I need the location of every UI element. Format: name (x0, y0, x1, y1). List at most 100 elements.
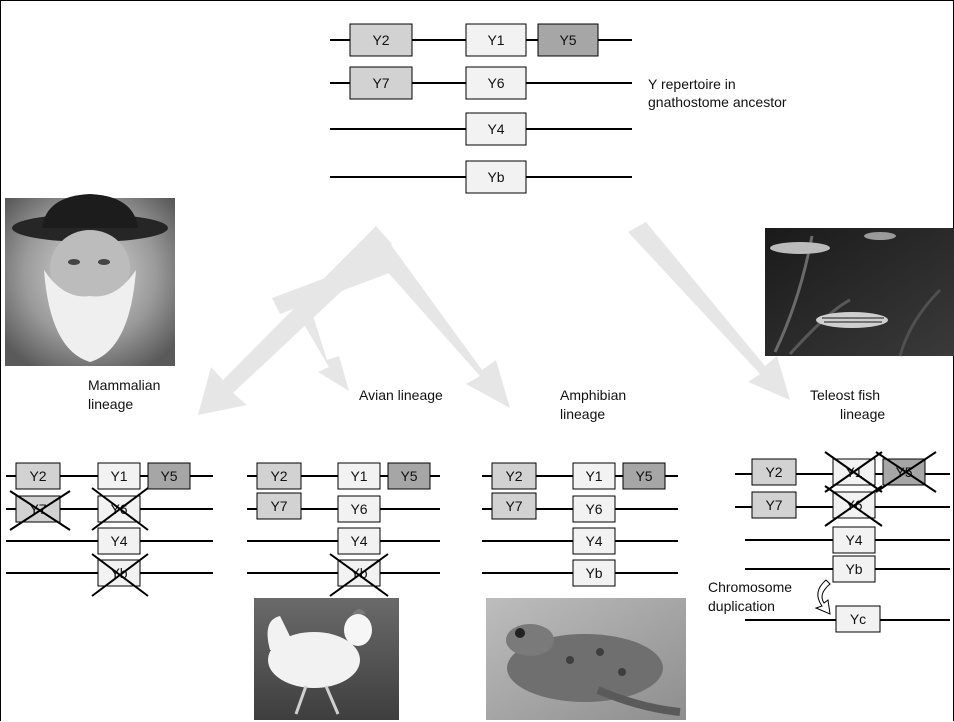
svg-text:Y6: Y6 (585, 501, 602, 517)
gene-label: Y7 (372, 75, 389, 91)
gene-label: Y1 (487, 32, 504, 48)
avian-label: Avian lineage (359, 387, 443, 403)
frog-photo (486, 598, 686, 720)
svg-text:Y5: Y5 (160, 468, 177, 484)
gene-label: Y4 (487, 121, 504, 137)
avian-genes: Y2 Y1 Y5 Y7 Y6 Y4 Yb (256, 462, 431, 587)
chicken-tail (267, 616, 296, 650)
svg-text:Y4: Y4 (585, 533, 602, 549)
gene-Y5: Y5 (147, 462, 191, 490)
teleost-label-line1: Teleost fish (810, 387, 880, 403)
face (50, 230, 130, 306)
chicken-photo (254, 598, 399, 720)
svg-text:Y2: Y2 (270, 468, 287, 484)
gene-Yc: Yc (835, 605, 881, 633)
avian-chromosomes (247, 475, 440, 574)
gene-Y6: Y6 (572, 495, 616, 523)
arrow-to-teleost (628, 222, 790, 400)
svg-text:Y5: Y5 (635, 468, 652, 484)
mammalian-label-line2: lineage (88, 396, 133, 412)
svg-text:Yb: Yb (845, 561, 862, 577)
gene-Y5: Y5 (387, 462, 431, 490)
beard (44, 270, 136, 362)
svg-text:Y2: Y2 (29, 468, 46, 484)
svg-text:Y1: Y1 (350, 468, 367, 484)
zebrafish-photo (765, 228, 954, 357)
gene-Y1: Y1 (572, 462, 616, 490)
ancestor-label-line1: Y repertoire in (648, 76, 736, 92)
svg-text:Y4: Y4 (845, 532, 862, 548)
gene-Y1: Y1 (337, 462, 381, 490)
svg-text:Yc: Yc (850, 611, 866, 627)
gene-Yb: Yb (572, 559, 616, 587)
gene-Y4: Y4 (337, 527, 381, 555)
gene-Y2: Y2 (751, 458, 797, 486)
svg-text:Y1: Y1 (585, 468, 602, 484)
svg-text:Y2: Y2 (765, 464, 782, 480)
arrow-bar-avian (272, 256, 392, 314)
lineage-arrows (198, 222, 790, 415)
teleost-genes: Y2 Y1 Y5 Y7 Y6 Y4 Yb Yc (751, 458, 926, 633)
gene-Y2: Y2 (15, 462, 61, 490)
svg-text:Y7: Y7 (270, 498, 287, 514)
amphibian-label-line1: Amphibian (560, 387, 626, 403)
gene-Y2: Y2 (491, 462, 537, 490)
gene-Y1: Y1 (465, 23, 527, 57)
gene-Y5: Y5 (537, 23, 599, 57)
gene-label: Y6 (487, 75, 504, 91)
gene-Y4: Y4 (97, 527, 141, 555)
curved-arrow-icon (814, 579, 831, 615)
duplication-label-line1: Chromosome (708, 579, 792, 595)
arrow-to-amphibian (368, 238, 510, 408)
svg-text:Yb: Yb (585, 565, 602, 581)
gene-Y7: Y7 (256, 492, 302, 520)
gene-Y6: Y6 (337, 495, 381, 523)
svg-text:Y7: Y7 (765, 497, 782, 513)
gene-Y6: Y6 (465, 66, 527, 100)
gene-Y4: Y4 (832, 526, 876, 554)
gene-Yb: Yb (465, 160, 527, 194)
gene-Y7: Y7 (349, 66, 413, 100)
mammalian-chromosomes (6, 475, 213, 574)
teleost-label-line2: lineage (840, 406, 885, 422)
chicken-head (344, 614, 372, 646)
ancestor-repertoire (330, 39, 632, 178)
loss-crosses-avian (329, 553, 389, 597)
gene-Y2: Y2 (349, 23, 413, 57)
loss-crosses-teleost (824, 451, 937, 527)
gene-Y7: Y7 (751, 491, 797, 519)
amphibian-chromosomes (482, 475, 678, 574)
gene-label: Yb (487, 169, 504, 185)
mammalian-genes: Y2 Y1 Y5 Y7 Y6 Y4 Yb (15, 462, 191, 587)
ancestor-label-line2: gnathostome ancestor (648, 94, 787, 110)
gene-Y4: Y4 (465, 112, 527, 146)
gene-label: Y5 (559, 32, 576, 48)
hat-crown (42, 194, 138, 228)
svg-text:Y6: Y6 (350, 501, 367, 517)
gene-Y1: Y1 (97, 462, 141, 490)
mammalian-label-line1: Mammalian (88, 377, 160, 393)
gene-Y5: Y5 (622, 462, 666, 490)
svg-text:Y4: Y4 (350, 533, 367, 549)
arrow-to-avian (292, 300, 349, 391)
frog-head (506, 624, 554, 656)
gene-label: Y2 (372, 32, 389, 48)
svg-text:Y7: Y7 (505, 498, 522, 514)
gene-Y4: Y4 (572, 527, 616, 555)
svg-text:Y4: Y4 (110, 533, 127, 549)
fish-1 (770, 242, 830, 254)
loss-crosses-mammalian (9, 487, 149, 597)
gene-Y2: Y2 (256, 462, 302, 490)
portrait-photo (5, 194, 175, 366)
amphibian-genes: Y2 Y1 Y5 Y7 Y6 Y4 Yb (491, 462, 666, 587)
gene-Yb: Yb (832, 555, 876, 583)
fish-2 (816, 312, 888, 328)
svg-text:Y5: Y5 (400, 468, 417, 484)
svg-text:Y2: Y2 (505, 468, 522, 484)
svg-text:Y1: Y1 (110, 468, 127, 484)
amphibian-label-line2: lineage (560, 406, 605, 422)
gene-Y7: Y7 (491, 492, 537, 520)
ancestor-genes: Y2 Y1 Y5 Y7 Y6 Y4 Yb (349, 23, 599, 194)
